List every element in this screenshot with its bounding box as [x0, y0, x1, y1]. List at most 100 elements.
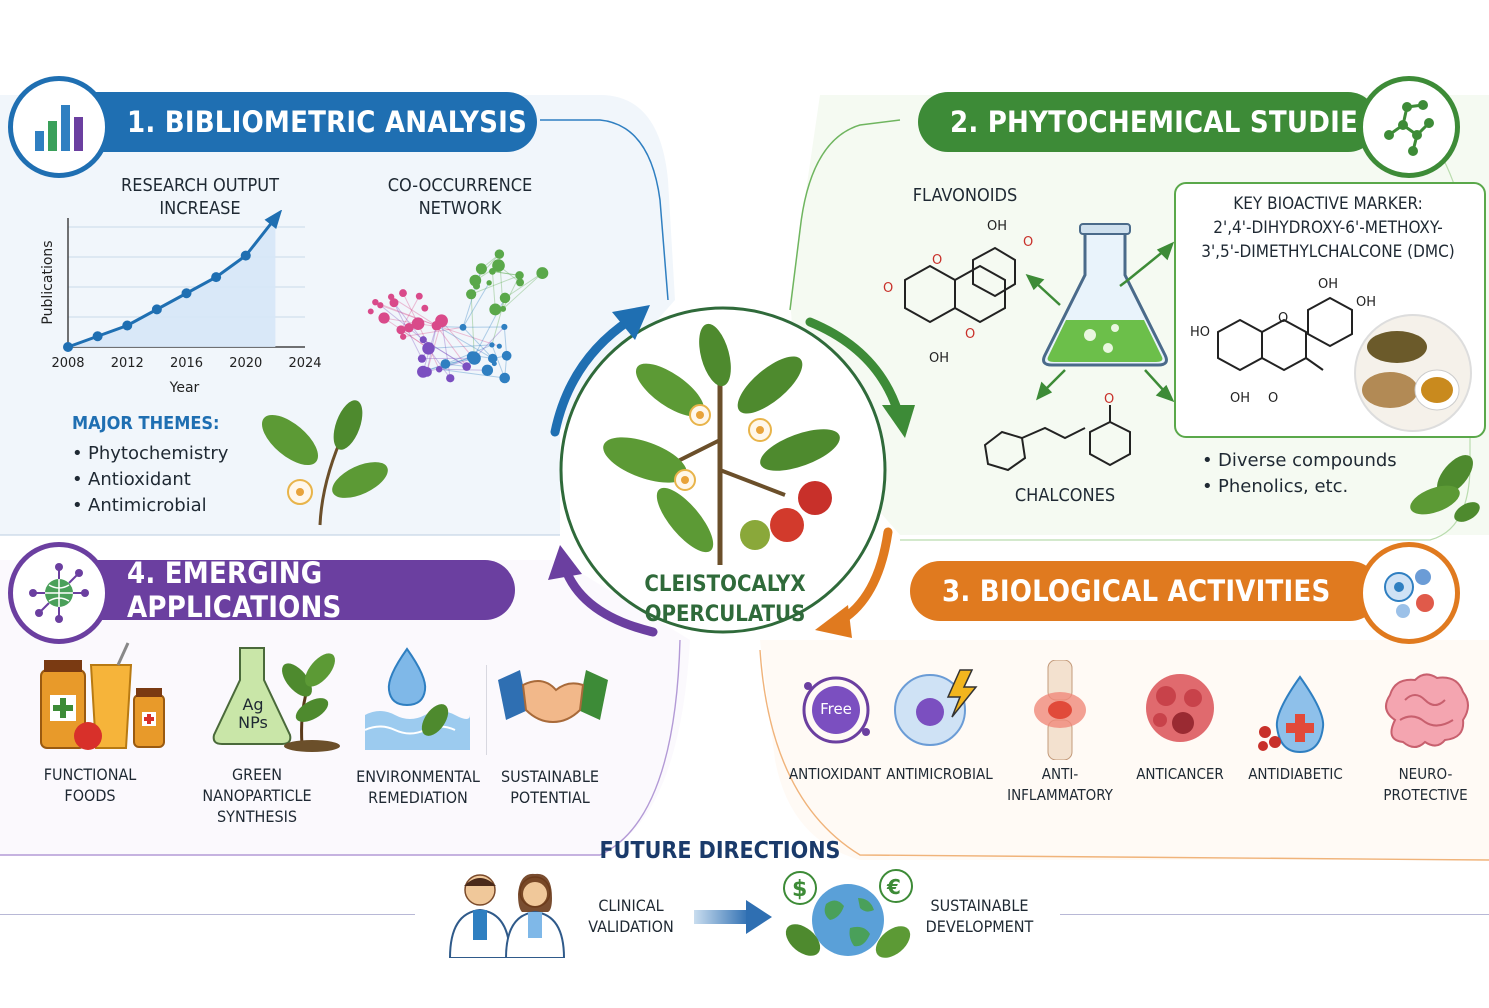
handshake-icon [498, 670, 608, 724]
y-axis-label: Publications [40, 240, 56, 324]
network-node [481, 364, 494, 376]
network-node [372, 298, 379, 306]
activity-label-neuroprotective: NEURO- PROTECTIVE [1368, 764, 1483, 806]
network-node [400, 333, 407, 340]
app-label-environmental: ENVIRONMENTAL REMEDIATION [352, 766, 484, 808]
network-node [404, 323, 414, 333]
network-edge [436, 325, 500, 347]
network-node [422, 342, 435, 355]
svg-text:OH: OH [1230, 391, 1250, 406]
network-edge [439, 368, 505, 379]
svg-text:OH: OH [929, 351, 949, 366]
svg-text:HO: HO [1190, 325, 1210, 340]
network-node [419, 336, 427, 344]
data-point [122, 320, 133, 331]
x-tick-label: 2020 [229, 356, 262, 371]
network-node [387, 293, 395, 301]
nps-label: NPs [238, 713, 268, 732]
future-label-line: CLINICAL [598, 896, 664, 915]
cells-icon [1358, 542, 1460, 644]
globe-sustainability-icon: $ € [783, 869, 913, 958]
network-edge [390, 296, 439, 327]
data-point [92, 331, 103, 342]
key-marker-heading: KEY BIOACTIVE MARKER: [1233, 194, 1423, 214]
area-fill [68, 218, 276, 347]
key-marker-name-line1: 2',4'-DIHYDROXY-6'-METHOXY- [1213, 218, 1443, 238]
future-line-right [1060, 914, 1489, 915]
network-node [459, 323, 467, 331]
svg-text:O: O [932, 253, 942, 268]
network-node [421, 304, 429, 312]
svg-text:O: O [883, 281, 893, 296]
cancer-cell-icon [1146, 674, 1214, 742]
activity-label-line: ANTIMICROBIAL [886, 765, 993, 783]
network-edge [491, 297, 506, 346]
network-node [446, 374, 455, 383]
network-node [462, 362, 471, 371]
svg-text:O: O [1104, 392, 1114, 407]
network-node [515, 271, 524, 280]
activity-label-anti-inflammatory: ANTI- INFLAMMATORY [1000, 764, 1120, 806]
network-node [494, 249, 505, 259]
future-label-line: DEVELOPMENT [925, 917, 1034, 936]
network-node [501, 323, 508, 331]
future-line-left [0, 914, 415, 915]
species-name-line1: CLEISTOCALYX [644, 572, 806, 597]
network-node [417, 354, 427, 363]
network-edge [492, 270, 520, 276]
doctors-icon [448, 873, 566, 958]
data-point [240, 250, 251, 261]
activity-label-line: PROTECTIVE [1383, 786, 1468, 804]
network-edge [383, 317, 429, 349]
network-node [435, 365, 443, 373]
blood-drop-icon [1258, 675, 1325, 754]
data-point [211, 272, 222, 283]
banner-biological: 3. BIOLOGICAL ACTIVITIES [910, 561, 1380, 621]
x-axis-label: Year [169, 380, 200, 396]
network-edge [504, 272, 543, 299]
globe-network-icon [8, 542, 110, 644]
network-edge [375, 301, 437, 327]
banner-phytochemical: 2. PHYTOCHEMICAL STUDIES [918, 92, 1378, 152]
network-node [396, 325, 406, 335]
phyto-bullet-item: Phenolics, etc. [1202, 474, 1397, 500]
flavonoids-label: FLAVONOIDS [912, 185, 1018, 206]
network-edge [462, 326, 494, 359]
network-node [492, 259, 505, 272]
app-label-line: FUNCTIONAL [43, 765, 137, 784]
activity-label-line: INFLAMMATORY [1007, 786, 1113, 804]
activity-label-line: ANTIOXIDANT [788, 765, 882, 783]
data-point [63, 342, 73, 352]
water-drop-icon [365, 647, 470, 750]
svg-text:OH: OH [1356, 295, 1376, 310]
network-node [434, 323, 442, 331]
network-node [415, 292, 423, 300]
chart-title: RESEARCH OUTPUT INCREASE [90, 174, 310, 220]
network-node [491, 361, 497, 367]
network-node [486, 280, 492, 286]
network-node [470, 351, 479, 360]
antioxidant-icon [802, 676, 870, 744]
svg-text:OH: OH [1318, 277, 1338, 292]
themes-list: Phytochemistry Antioxidant Antimicrobial [72, 441, 228, 519]
svg-text:O: O [1268, 391, 1278, 406]
network-edge [491, 344, 506, 379]
network-node [367, 308, 374, 315]
network-edge [491, 271, 496, 310]
chart-title-line1: RESEARCH OUTPUT [120, 175, 280, 196]
future-label-line: VALIDATION [588, 917, 674, 936]
network-node [440, 359, 451, 369]
plant-illustration [603, 323, 840, 565]
network-edge [474, 253, 500, 281]
banner-bibliometric-title: 1. BIBLIOMETRIC ANALYSIS [127, 105, 528, 139]
theme-item: Antioxidant [72, 467, 228, 493]
activity-label-antidiabetic: ANTIDIABETIC [1238, 764, 1353, 785]
flask-icon [1042, 223, 1168, 367]
app-label-line: REMEDIATION [368, 788, 468, 807]
species-name-line2: OPERCULATUS [644, 602, 806, 627]
network-node [516, 278, 524, 287]
future-label-line: SUSTAINABLE [930, 896, 1029, 915]
network-node [496, 343, 502, 349]
